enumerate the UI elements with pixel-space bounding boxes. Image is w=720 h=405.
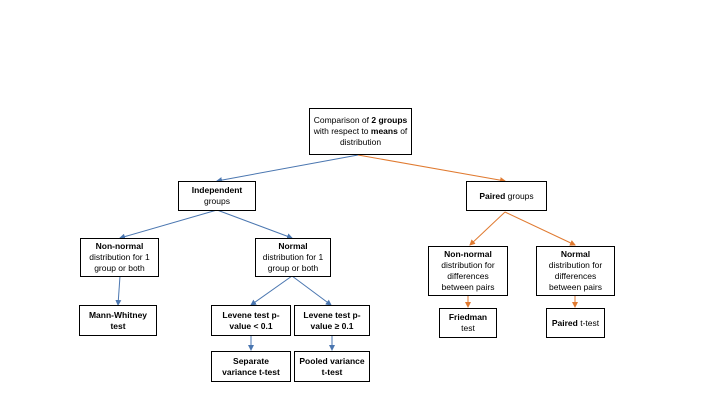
node-mann-whitney: Mann-Whitney test (79, 305, 157, 336)
node-independent-groups: Independent groups (178, 181, 256, 211)
node-pooled-variance: Pooled variance t-test (294, 351, 370, 382)
edge-nonnormal-mannwhitney (115, 275, 122, 306)
node-paired-groups: Paired groups (466, 181, 547, 211)
edge-independent-normal (216, 209, 293, 240)
node-nonnormal-pairs: Non-normal distribution for differences … (428, 246, 508, 296)
edge-root-paired (357, 154, 506, 184)
node-paired-t: Paired t-test (546, 308, 605, 338)
node-friedman: Friedman test (439, 308, 497, 338)
node-root: Comparison of 2 groups with respect to m… (309, 108, 412, 155)
node-normal-pairs: Normal distribution for differences betw… (536, 246, 615, 296)
edge-paired-nonnormal (469, 211, 506, 246)
node-normal-independent: Normal distribution for 1 group or both (255, 238, 331, 277)
node-nonnormal-independent: Non-normal distribution for 1 group or b… (80, 238, 159, 277)
edge-independent-nonnormal (119, 209, 218, 240)
edge-normal-levene-lt (250, 275, 293, 306)
node-levene-ge: Levene test p-value ≥ 0.1 (294, 305, 370, 336)
node-levene-lt: Levene test p-value < 0.1 (211, 305, 291, 336)
edge-root-independent (216, 154, 359, 184)
node-separate-variance: Separate variance t-test (211, 351, 291, 382)
edge-paired-normal (504, 211, 576, 246)
edge-normal-levene-ge (291, 275, 332, 306)
